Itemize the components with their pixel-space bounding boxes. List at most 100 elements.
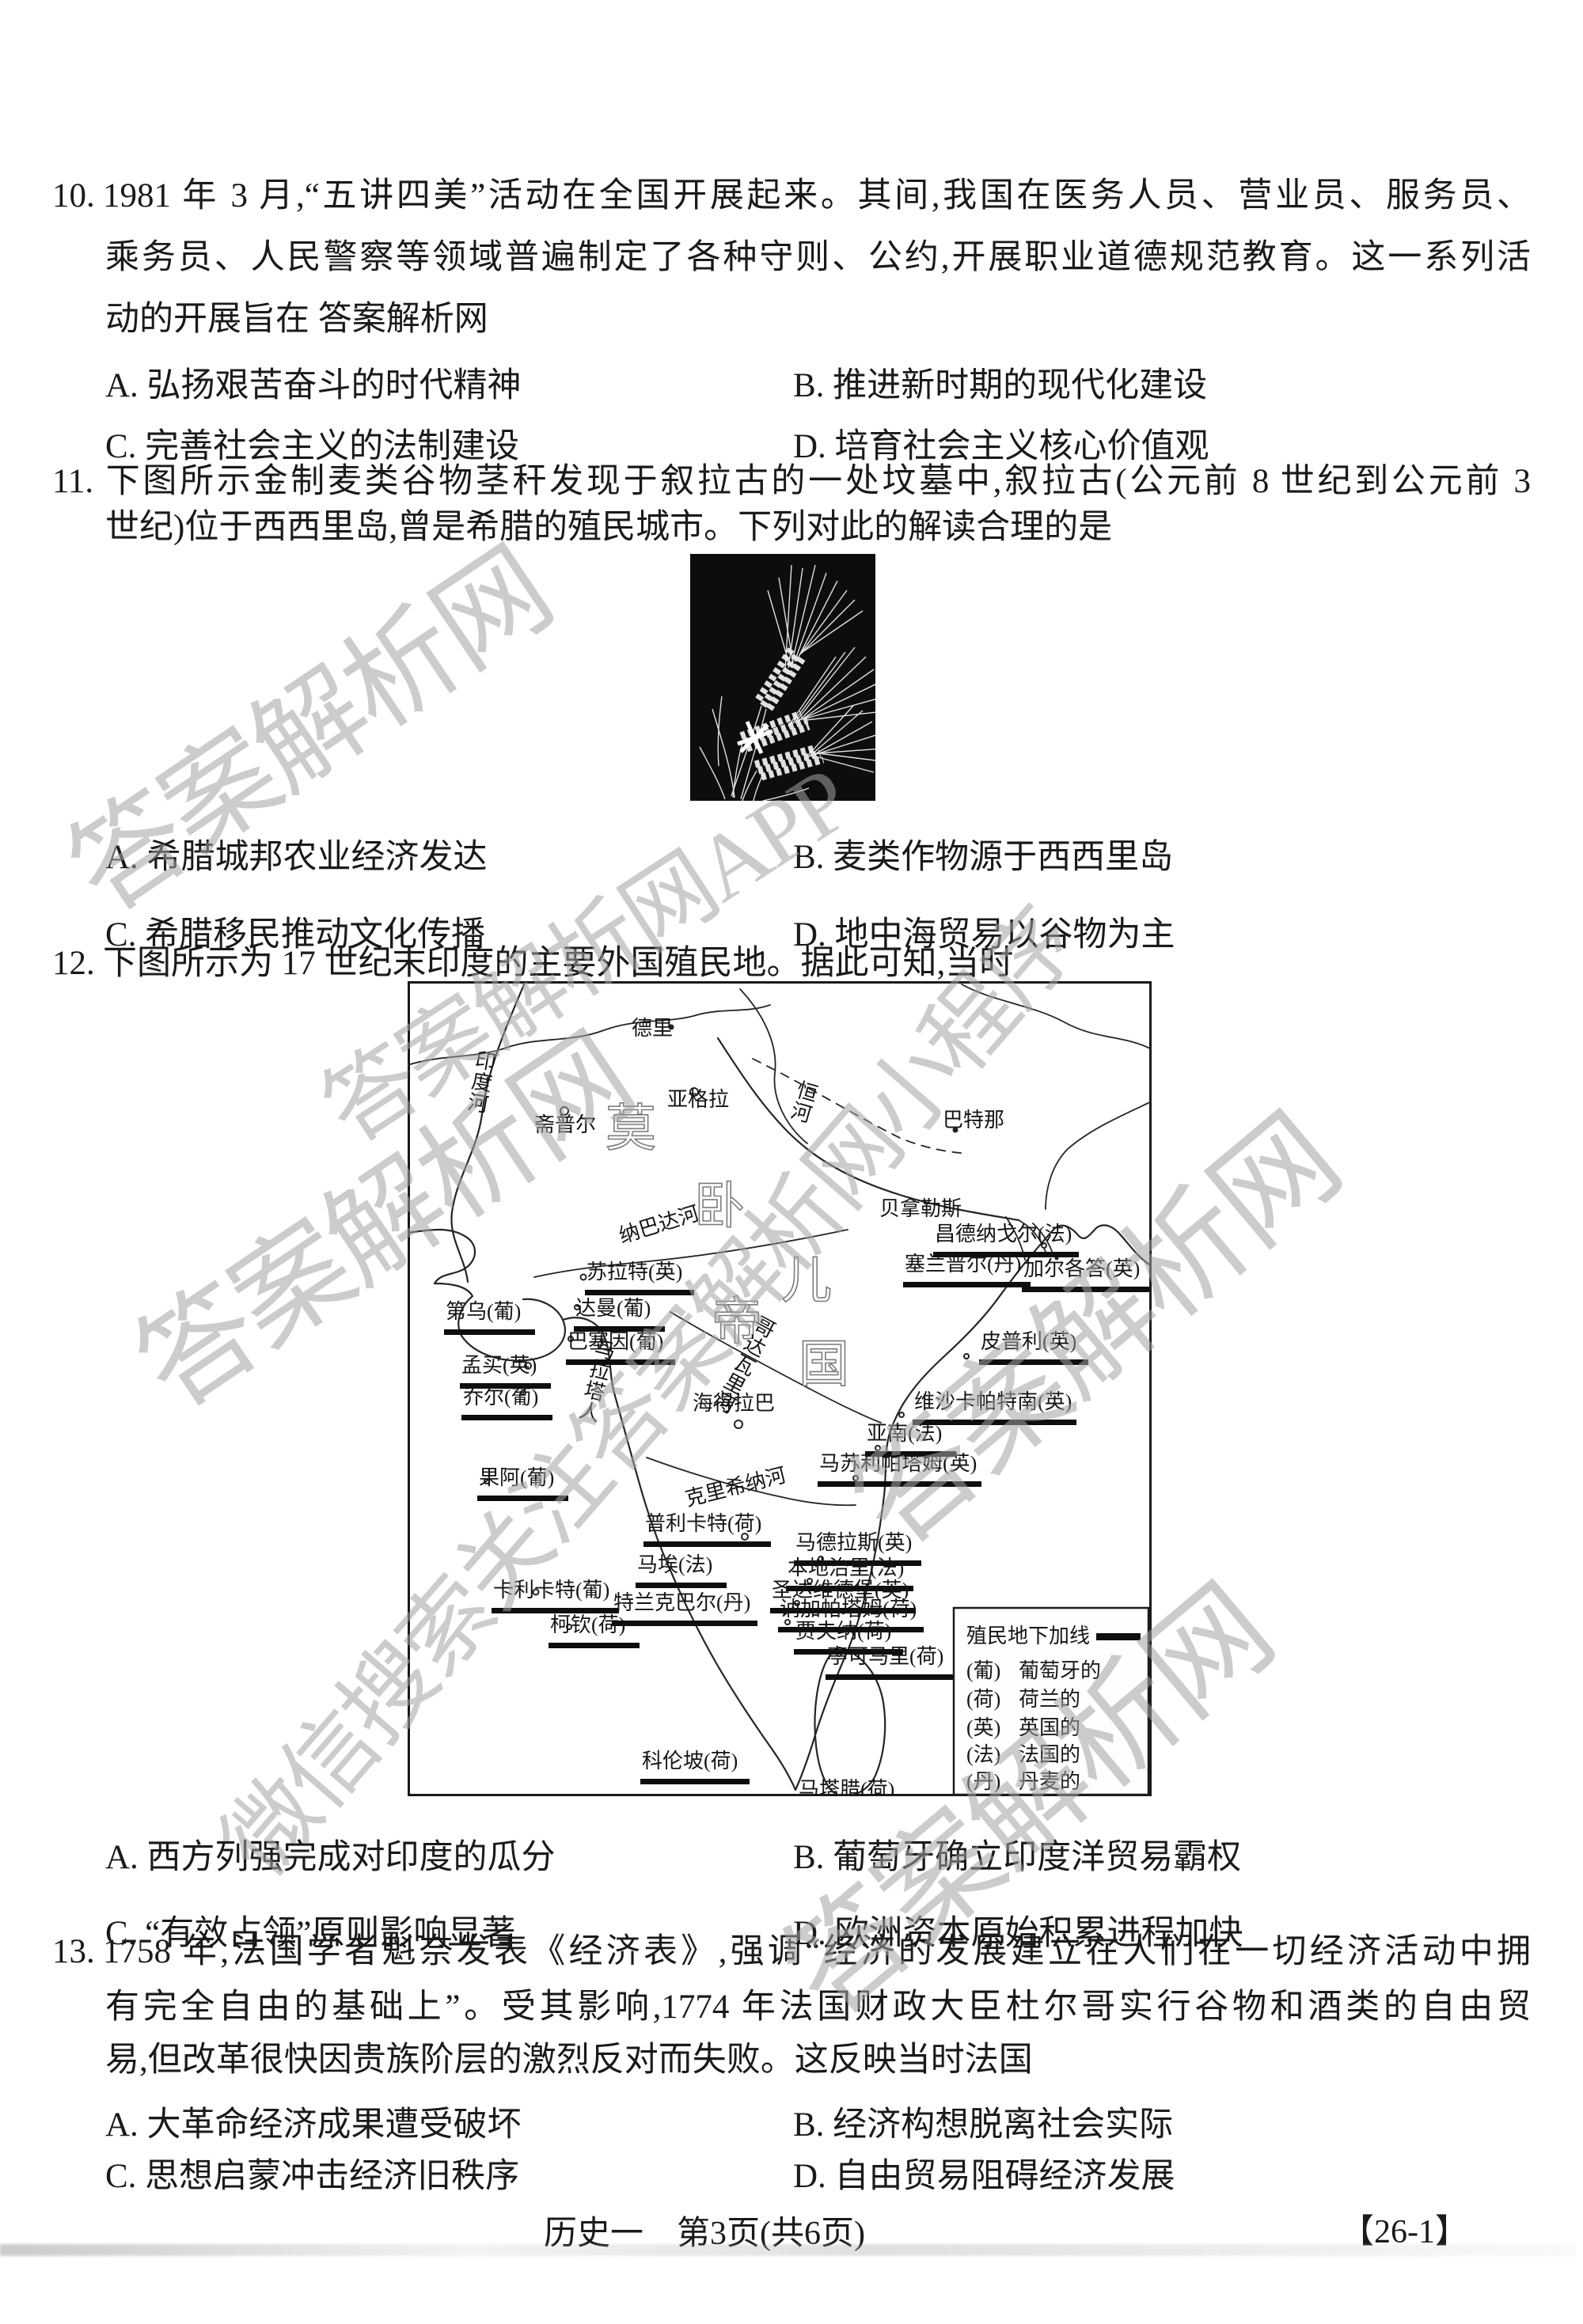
colony-underline — [492, 1608, 619, 1613]
q10-number: 10. — [52, 177, 95, 214]
map-label-colony: 皮普利(英) — [981, 1330, 1076, 1353]
legend-title: 殖民地下加线 — [966, 1625, 1090, 1647]
legend-abbr-fr: (法) — [966, 1743, 1000, 1766]
empire-name-char: 帝 — [712, 1294, 764, 1350]
q13-stem-text: 1758 年,法国学者魁奈发表《经济表》,强调“经济的发展建立在人们在一切经济活… — [103, 1933, 1531, 1970]
colony-underline — [640, 1779, 750, 1784]
q12-number: 12. — [52, 945, 95, 982]
legend-country-en: 英国的 — [1019, 1716, 1080, 1739]
q11-option-d: D. 地中海贸易以谷物为主 — [793, 916, 1175, 953]
empire-name-char: 莫 — [605, 1101, 658, 1157]
map-label-colony: 亚南(法) — [867, 1422, 942, 1445]
q12-option-c: C. “有效占领”原则影响显著 — [105, 1915, 516, 1952]
map-label-colony: 果阿(葡) — [479, 1466, 554, 1489]
q11-stem-text: 下图所示金制麦类谷物茎秆发现于叙拉古的一处坟墓中,叙拉古(公元前 8 世纪到公元… — [103, 463, 1531, 500]
q11-option-b: B. 麦类作物源于西西里岛 — [793, 839, 1174, 876]
q11-number: 11. — [52, 463, 94, 500]
map-label-colony: 亭可马里(荷) — [827, 1645, 943, 1668]
india-colonies-map: 莫卧儿帝国 德里亚格拉斋普尔巴特那贝拿勒斯海得拉巴印度河恒河纳巴达河哥达瓦里河克… — [406, 981, 1153, 1801]
colony-underline — [549, 1643, 640, 1648]
colony-underline — [461, 1415, 552, 1420]
page-footer-label: 历史一 第3页(共6页) — [544, 2216, 865, 2252]
q10-stem-line1: 10.1981 年 3 月,“五讲四美”活动在全国开展起来。其间,我国在医务人员… — [52, 176, 1531, 218]
colony-underline — [786, 1586, 913, 1591]
map-label-colony: 特兰克巴尔(丹) — [613, 1591, 750, 1614]
map-label-colony: 第乌(葡) — [446, 1300, 521, 1323]
q12-option-b: B. 葡萄牙确立印度洋贸易霸权 — [793, 1839, 1242, 1876]
q12-option-d: D. 欧洲资本原始积累进程加快 — [793, 1915, 1243, 1952]
q13-option-b: B. 经济构想脱离社会实际 — [793, 2106, 1174, 2144]
map-label-city: 亚格拉 — [667, 1088, 729, 1111]
colony-underline — [794, 1560, 921, 1566]
colony-underline — [574, 1326, 665, 1332]
wheat-photo-image — [690, 554, 884, 802]
map-label-river: 纳巴达河 — [617, 1202, 702, 1248]
legend-abbr-en: (英) — [966, 1716, 1000, 1739]
q11-option-a: A. 希腊城邦农业经济发达 — [105, 839, 488, 876]
map-label-colony: 马苏利帕塔姆(英) — [819, 1452, 977, 1475]
map-label-colony: 马塔腊(荷) — [799, 1778, 894, 1796]
map-label-river: 哥达瓦里河 — [710, 1313, 779, 1418]
map-label-colony: 马埃(法) — [637, 1553, 712, 1576]
map-label-colony: 本地治里(法) — [788, 1556, 904, 1579]
map-label-colony: 昌德纳戈尔(法) — [935, 1223, 1072, 1245]
map-label-colony: 巴塞因(葡) — [568, 1330, 663, 1353]
map-label-colony: 贾夫纳(荷) — [795, 1620, 891, 1643]
legend-country-nl: 荷兰的 — [1019, 1688, 1080, 1711]
q13-stem-line1: 13.1758 年,法国学者魁奈发表《经济表》,强调“经济的发展建立在人们在一切… — [52, 1932, 1531, 1974]
q10-option-b: B. 推进新时期的现代化建设 — [793, 367, 1208, 404]
q10-stem-text: 1981 年 3 月,“五讲四美”活动在全国开展起来。其间,我国在医务人员、营业… — [103, 177, 1531, 214]
q13-option-a: A. 大革命经济成果遭受破坏 — [105, 2106, 522, 2144]
map-terrain-lines — [407, 981, 1152, 1507]
q13-option-c: C. 思想启蒙冲击经济旧秩序 — [105, 2158, 520, 2195]
legend-underline-sample — [1096, 1633, 1141, 1640]
legend-country-pt: 葡萄牙的 — [1019, 1659, 1101, 1682]
scan-smudge — [0, 2244, 1575, 2256]
colony-underline — [865, 1451, 956, 1457]
colony-underline — [636, 1583, 727, 1588]
map-label-colony: 乔尔(葡) — [463, 1386, 538, 1408]
map-label-colony: 卡利卡特(葡) — [493, 1579, 609, 1602]
q13-stem-line3: 易,但改革很快因贵族阶层的激烈反对而失败。这反映当时法国 — [105, 2042, 1033, 2079]
paper-code: 【26-1】 — [1341, 2214, 1468, 2250]
colony-underline — [818, 1481, 981, 1487]
q11-option-c: C. 希腊移民推动文化传播 — [105, 916, 486, 953]
empire-name-char: 卧 — [694, 1178, 746, 1234]
colony-underline — [770, 1608, 916, 1613]
map-label-colony: 孟买(英) — [461, 1354, 537, 1377]
q12-stem-text: 下图所示为 17 世纪末印度的主要外国殖民地。据此可知,当时 — [103, 945, 1014, 982]
empire-name-char: 儿 — [781, 1253, 833, 1309]
q10-stem-line2: 乘务员、人民警察等领域普遍制定了各种守则、公约,开展职业道德规范教育。这一系列活 — [105, 239, 1531, 276]
colony-underline — [612, 1621, 757, 1626]
q10-option-d: D. 培育社会主义核心价值观 — [793, 428, 1209, 465]
q12-stem-line1: 12.下图所示为 17 世纪末印度的主要外国殖民地。据此可知,当时 — [52, 943, 1013, 984]
colony-underline — [826, 1674, 953, 1680]
india-map-svg: 莫卧儿帝国 德里亚格拉斋普尔巴特那贝拿勒斯海得拉巴印度河恒河纳巴达河哥达瓦里河克… — [406, 981, 1153, 1801]
map-label-river: 恒河 — [788, 1079, 820, 1127]
map-label-city: 斋普尔 — [534, 1113, 596, 1136]
map-label-colony: 圣达维德堡(英) — [772, 1579, 909, 1602]
colony-underline — [566, 1359, 675, 1365]
map-label-city: 贝拿勒斯 — [879, 1197, 962, 1220]
colony-underline — [460, 1383, 551, 1389]
q10-option-c: C. 完善社会主义的法制建设 — [105, 428, 520, 465]
map-label-colony: 塞兰普尔(丹) — [905, 1253, 1021, 1276]
colony-underline — [444, 1329, 535, 1335]
legend-abbr-dk: (丹) — [966, 1770, 1000, 1793]
map-label-city: 海得拉巴 — [693, 1392, 775, 1415]
empire-name-char: 国 — [799, 1336, 851, 1393]
map-legend: 殖民地下加线 (葡) 葡萄牙的 (荷) 荷兰的 (英) 英国的 (法) 法国的 … — [952, 1606, 1150, 1796]
wheat-awns — [699, 564, 884, 802]
colony-underline — [794, 1649, 903, 1655]
q11-stem-line2: 世纪)位于西西里岛,曾是希腊的殖民城市。下列对此的解读合理的是 — [105, 509, 1113, 546]
map-label-colony: 讷加帕塔姆(荷) — [780, 1598, 917, 1621]
colony-underline — [1022, 1287, 1149, 1292]
legend-country-dk: 丹麦的 — [1019, 1770, 1080, 1793]
q13-number: 13. — [52, 1933, 95, 1970]
map-label-city: 德里 — [632, 1017, 673, 1040]
map-label-colony: 达曼(葡) — [575, 1297, 651, 1320]
map-label-colony: 苏拉特(英) — [587, 1261, 682, 1283]
map-label-river: 印度河 — [466, 1048, 498, 1117]
